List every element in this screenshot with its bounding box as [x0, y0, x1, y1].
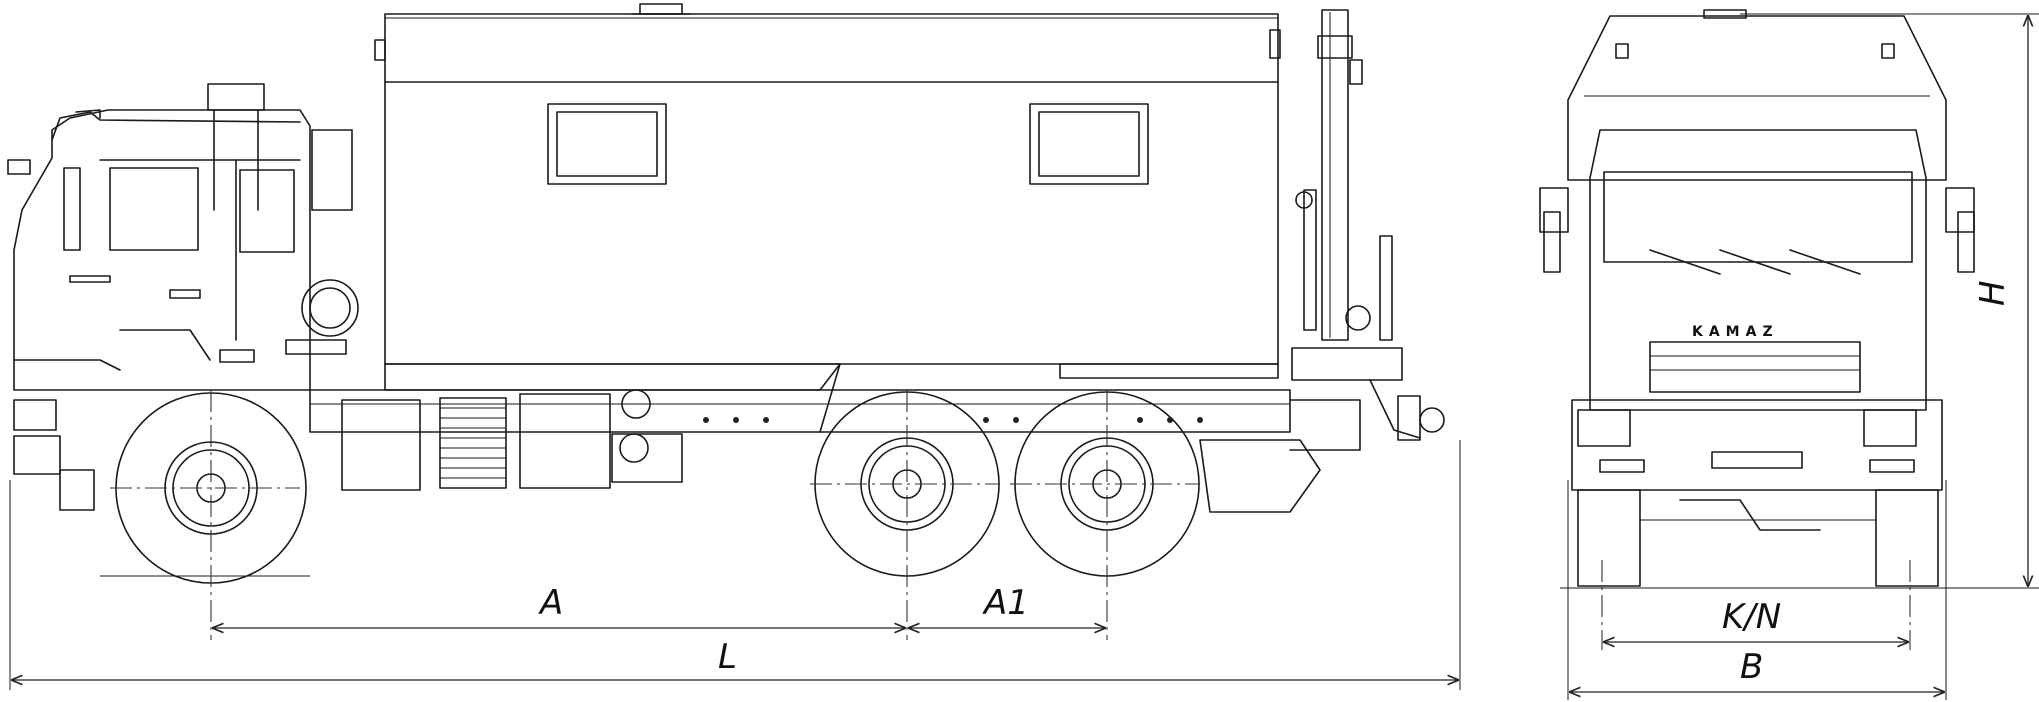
chassis-frame [309, 363, 1361, 451]
front-cab: KAMAZ [1539, 129, 1975, 491]
chassis-components [341, 389, 1321, 513]
dimension-l-label: L [718, 637, 737, 677]
dimension-a: A [212, 583, 906, 628]
cab [7, 109, 311, 511]
dimension-b: B [1569, 647, 1945, 692]
front-view: KAMAZ [1539, 9, 2039, 700]
front-view-wheels [1577, 489, 1939, 587]
dimension-h: H [1740, 13, 2039, 587]
rear-crane [1291, 9, 1445, 441]
dimension-kn-label: K/N [1722, 597, 1781, 637]
dimension-kn: K/N [1603, 597, 1909, 642]
dimension-h-label: H [1973, 280, 2013, 306]
dimension-b-label: B [1740, 647, 1763, 687]
dimension-l: L [11, 637, 1459, 680]
dimension-a1: A1 [908, 583, 1106, 628]
van-window-front [547, 103, 667, 185]
dimension-a-label: A [538, 583, 563, 623]
van-body [374, 3, 1281, 391]
air-intake [207, 83, 359, 355]
front-grille-brand: KAMAZ [1692, 324, 1779, 340]
side-view: A A1 L [7, 3, 1461, 690]
dimension-a1-label: A1 [982, 583, 1029, 623]
van-window-rear [1029, 103, 1149, 185]
front-van-silhouette [1567, 15, 1947, 181]
